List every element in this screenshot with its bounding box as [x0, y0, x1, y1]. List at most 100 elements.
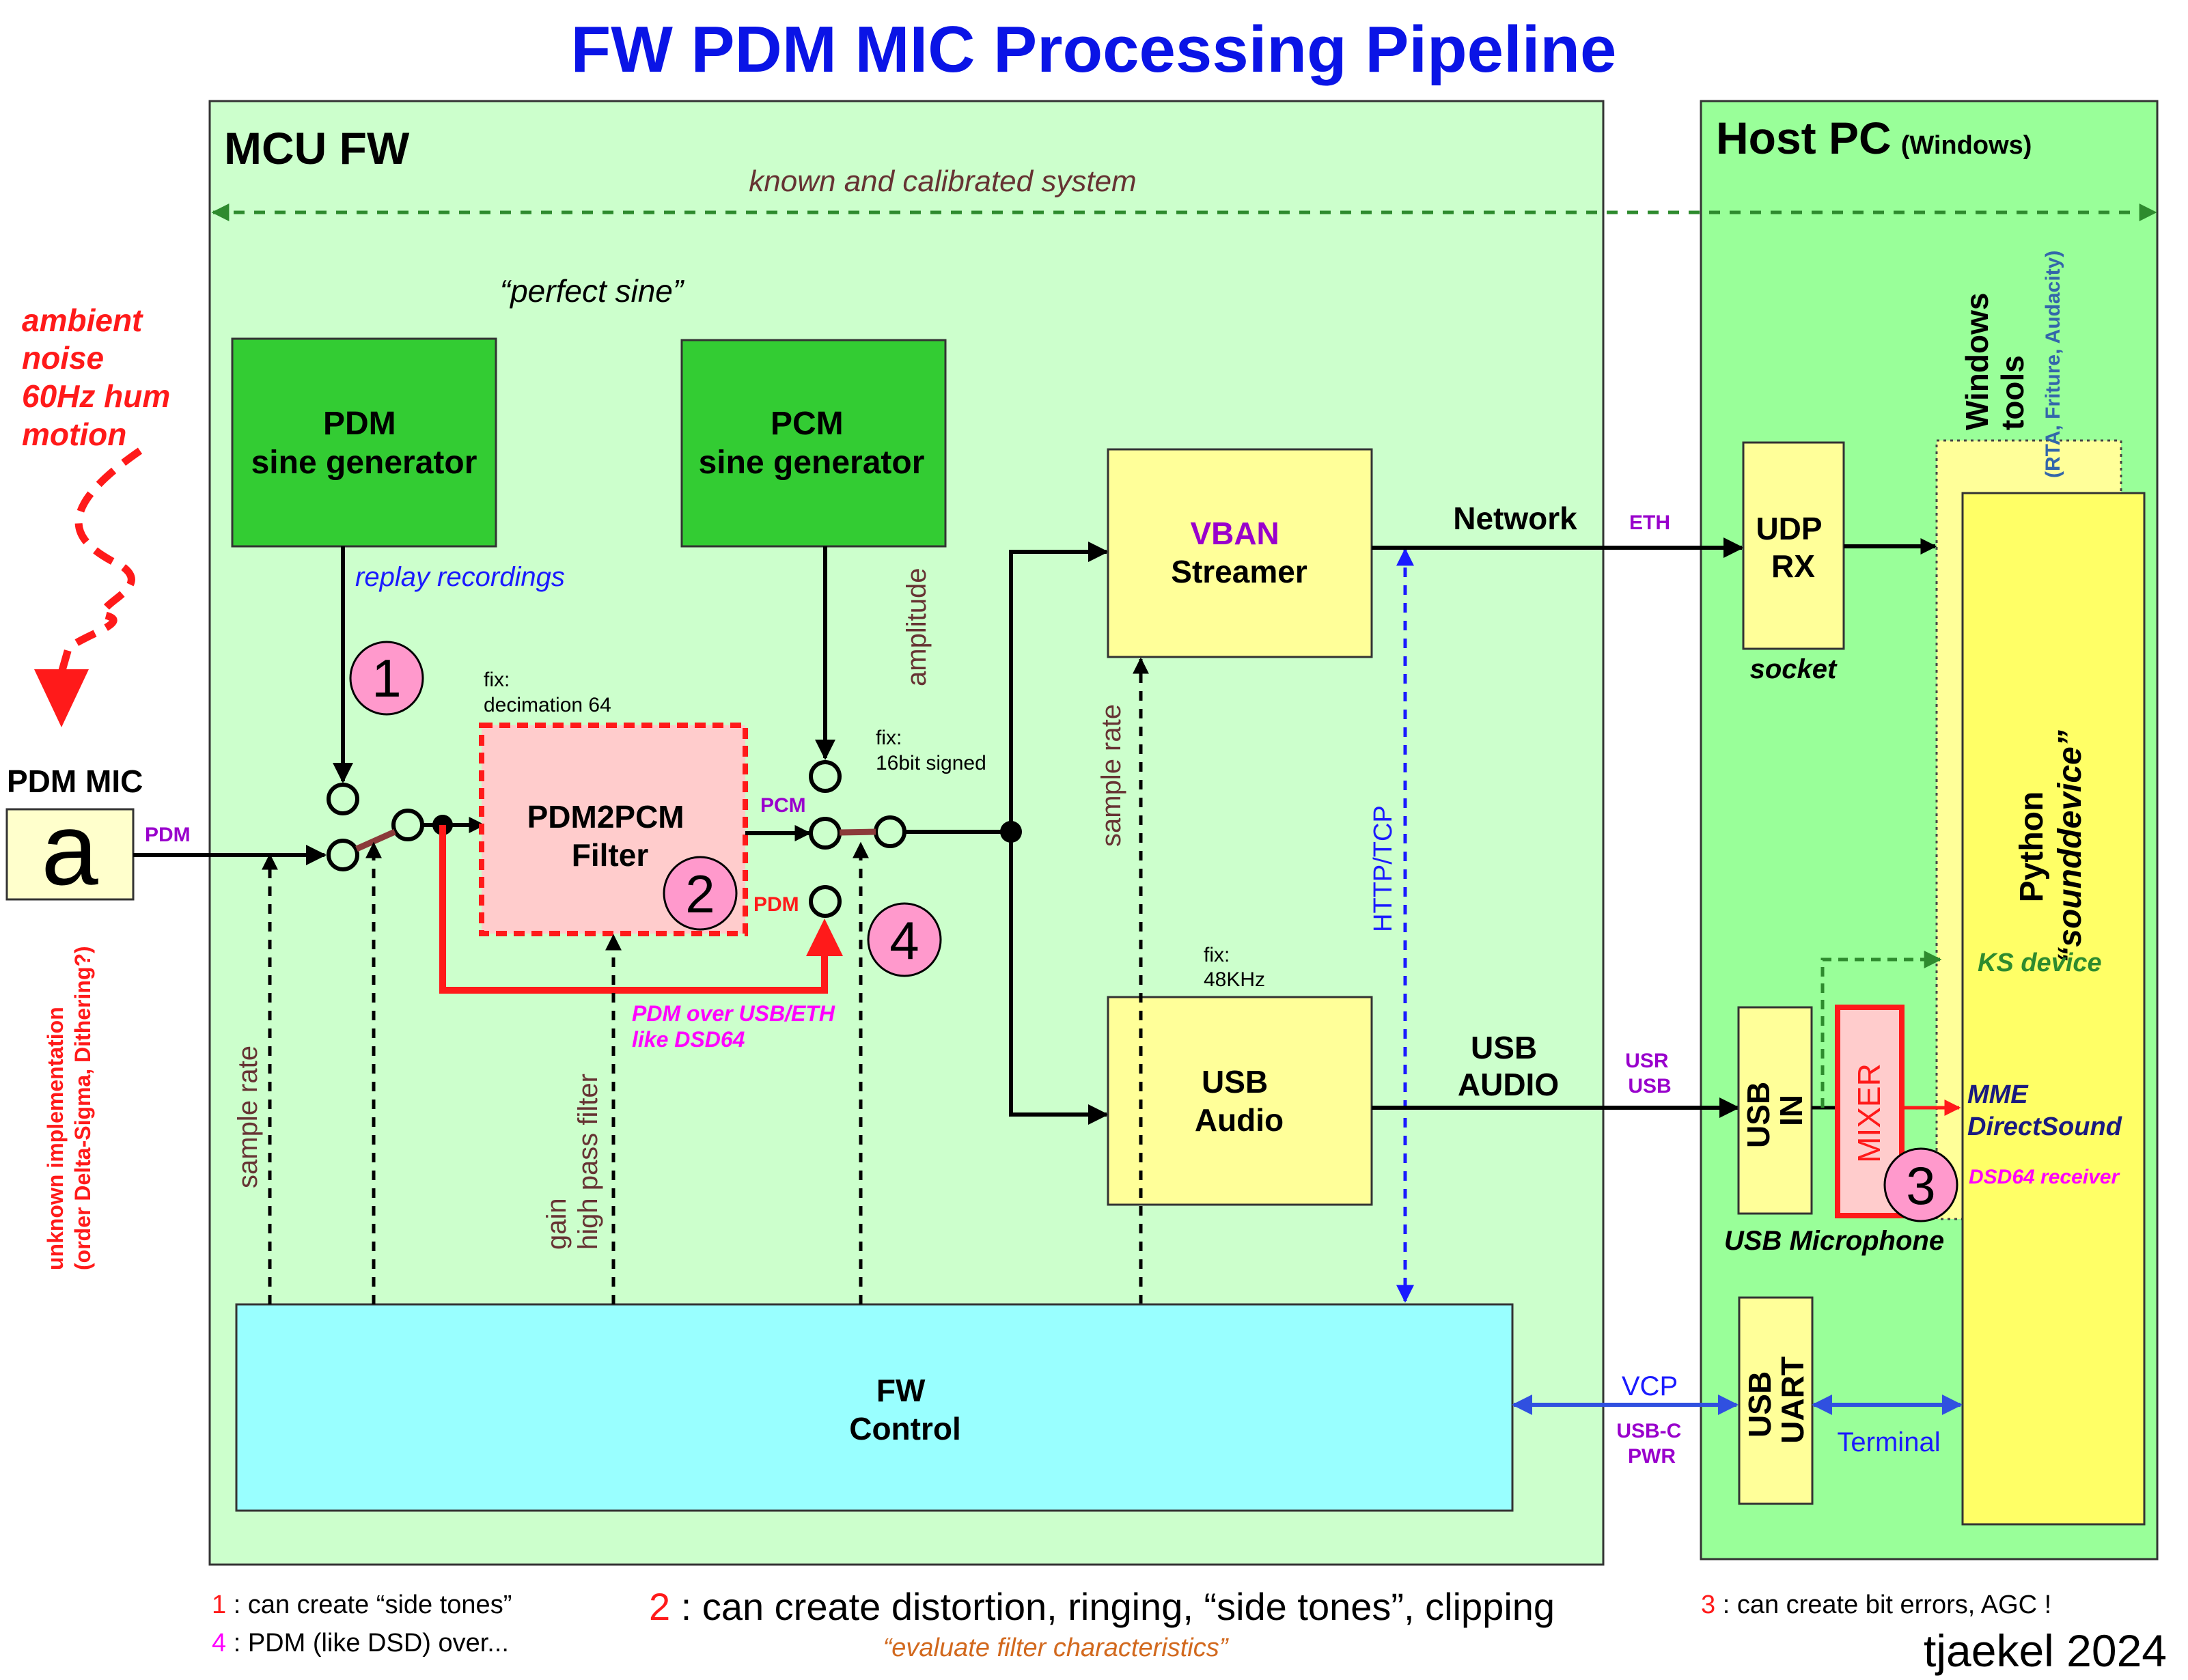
svg-text:16bit signed: 16bit signed	[876, 752, 986, 774]
ks-device-label: KS device	[1978, 949, 2102, 977]
svg-text:fix:: fix:	[1204, 944, 1230, 966]
pcm-sine-generator-label: PCM sine generator	[699, 406, 925, 481]
replay-recordings-label: replay recordings	[355, 562, 565, 592]
known-system-label: known and calibrated system	[749, 165, 1136, 198]
windows-tools-label: Windowstools (RTA, Friture, Audacity)	[1959, 251, 2064, 478]
svg-text:(RTA, Friture, Audacity): (RTA, Friture, Audacity)	[2042, 251, 2064, 478]
pdm-bypass-arrowhead	[806, 919, 843, 956]
splitter-to-vban-line	[1009, 542, 1109, 832]
marker-2: 2	[663, 856, 738, 931]
usb-microphone-label: USB Microphone	[1724, 1226, 1944, 1256]
vban-streamer-block	[1107, 448, 1373, 658]
splitter-to-usb-audio-line	[1009, 832, 1109, 1125]
pdm-mic-label: PDM MIC	[7, 764, 143, 799]
svg-text:motion: motion	[22, 417, 126, 452]
gain-filter-label: gain high pass filter	[542, 1074, 603, 1250]
ambient-noise-arrowhead	[34, 669, 89, 727]
sample-rate-left-label: sample rate	[233, 1046, 263, 1188]
pdm-sine-generator-label: PDM sine generator	[251, 406, 477, 481]
sample-rate-mid-label: sample rate	[1096, 704, 1126, 847]
http-tcp-label: HTTP/TCP	[1369, 805, 1398, 932]
host-pc-title: Host PC(Windows)	[1716, 113, 2032, 163]
svg-text:3: 3	[1906, 1156, 1935, 1216]
usb-uart-block	[1738, 1296, 1814, 1505]
svg-text:decimation 64: decimation 64	[484, 694, 611, 716]
pdm-mic-implementation-note: unknown implementation (order Delta-Sigm…	[43, 946, 95, 1270]
svg-text:PDM over USB/ETH: PDM over USB/ETH	[632, 1001, 835, 1026]
pdm-bypass-path	[439, 825, 828, 994]
bit-depth-label: fix: 16bit signed	[876, 727, 986, 774]
ambient-noise-arrow	[57, 447, 143, 674]
mixer-block	[1835, 1005, 1905, 1218]
svg-text:1: 1	[372, 648, 401, 708]
pdm-input-label: PDM	[753, 893, 799, 916]
svg-text:fix:: fix:	[484, 669, 510, 691]
svg-text:Windowstools: Windowstools	[1959, 293, 2030, 430]
python-sounddevice-block	[1961, 492, 2146, 1526]
pdm-mic-signal-label: PDM	[145, 824, 191, 846]
pdm-over-usb-label: PDM over USB/ETH like DSD64	[632, 1001, 835, 1052]
usb-audio-link-label: USB AUDIO	[1458, 1030, 1559, 1102]
svg-text:DirectSound: DirectSound	[1967, 1112, 2122, 1141]
network-label: Network	[1453, 501, 1577, 536]
udp-rx-block	[1742, 441, 1845, 650]
marker-4: 4	[867, 902, 942, 977]
ambient-noise-label: ambient noise 60Hz hum motion	[22, 303, 170, 452]
footer-evaluate-note: “evaluate filter characteristics”	[883, 1634, 1230, 1662]
author-signature: tjaekel 2024	[1924, 1625, 2167, 1676]
svg-text:ambient: ambient	[22, 303, 143, 338]
ks-device-path	[1820, 951, 1942, 1108]
mcu-fw-title: MCU FW	[224, 123, 410, 173]
udp-rx-label: UDP RX	[1756, 511, 1830, 584]
svg-text:gain: gain	[542, 1198, 572, 1250]
fw-control-block	[235, 1303, 1514, 1512]
sample-rate-48k-label: fix: 48KHz	[1204, 944, 1265, 991]
marker-1: 1	[349, 641, 424, 716]
svg-text:MME: MME	[1967, 1080, 2029, 1109]
pdm2pcm-filter-label: PDM2PCM Filter	[527, 799, 693, 873]
svg-text:2: 2	[685, 864, 715, 924]
svg-text:“sounddevice”: “sounddevice”	[2052, 730, 2088, 963]
vban-streamer-label: VBAN Streamer	[1171, 516, 1307, 589]
usbc-pwr-label: USB-C PWR	[1616, 1420, 1687, 1468]
mme-directsound-label: MME DirectSound	[1967, 1080, 2122, 1141]
usb-in-label: USB IN	[1741, 1073, 1809, 1148]
usb-audio-block	[1107, 996, 1373, 1206]
svg-text:noise: noise	[22, 340, 104, 376]
pcm-sine-generator-block	[680, 339, 947, 548]
diagram-title: FW PDM MIC Processing Pipeline	[571, 13, 1617, 86]
footer-note-2: 2 : can create distortion, ringing, “sid…	[649, 1585, 1555, 1628]
footer-note-4: 4 : PDM (like DSD) over...	[212, 1629, 509, 1657]
eth-label: ETH	[1629, 512, 1670, 534]
mixer-label: MIXER	[1851, 1063, 1887, 1163]
usr-usb-label: USR USB	[1625, 1050, 1674, 1097]
svg-text:(order Delta-Sigma, Dithering?: (order Delta-Sigma, Dithering?)	[70, 946, 95, 1270]
python-sounddevice-label: Python “sounddevice”	[2014, 730, 2088, 963]
decimation-label: fix: decimation 64	[484, 669, 611, 716]
svg-text:4: 4	[889, 910, 919, 970]
usb-audio-label: USB Audio	[1195, 1064, 1284, 1138]
marker-3: 3	[1883, 1147, 1958, 1222]
fw-control-label: FW Control	[849, 1373, 961, 1446]
pdm-sine-generator-block	[231, 337, 497, 548]
pcm-input-label: PCM	[760, 794, 806, 817]
usb-in-block	[1737, 1006, 1813, 1215]
svg-text:like DSD64: like DSD64	[632, 1027, 745, 1052]
perfect-sine-label: “perfect sine”	[500, 273, 685, 309]
vcp-label: VCP	[1622, 1371, 1678, 1401]
dsd64-receiver-label: DSD64 receiver	[1969, 1166, 2120, 1188]
svg-text:fix:: fix:	[876, 727, 902, 749]
amplitude-label: amplitude	[902, 568, 932, 686]
svg-text:60Hz hum: 60Hz hum	[22, 378, 170, 414]
footer-note-3: 3 : can create bit errors, AGC !	[1701, 1591, 2051, 1619]
pdm-mic-glyph: a	[41, 792, 98, 906]
usb-uart-label: USB UART	[1742, 1356, 1810, 1444]
svg-text:unknown implementation: unknown implementation	[43, 1007, 68, 1270]
svg-text:high pass filter: high pass filter	[573, 1074, 603, 1250]
terminal-label: Terminal	[1837, 1427, 1940, 1457]
svg-text:Python: Python	[2014, 792, 2050, 903]
svg-text:48KHz: 48KHz	[1204, 968, 1265, 991]
footer-note-1: 1 : can create “side tones”	[212, 1591, 512, 1619]
socket-label: socket	[1750, 654, 1838, 684]
